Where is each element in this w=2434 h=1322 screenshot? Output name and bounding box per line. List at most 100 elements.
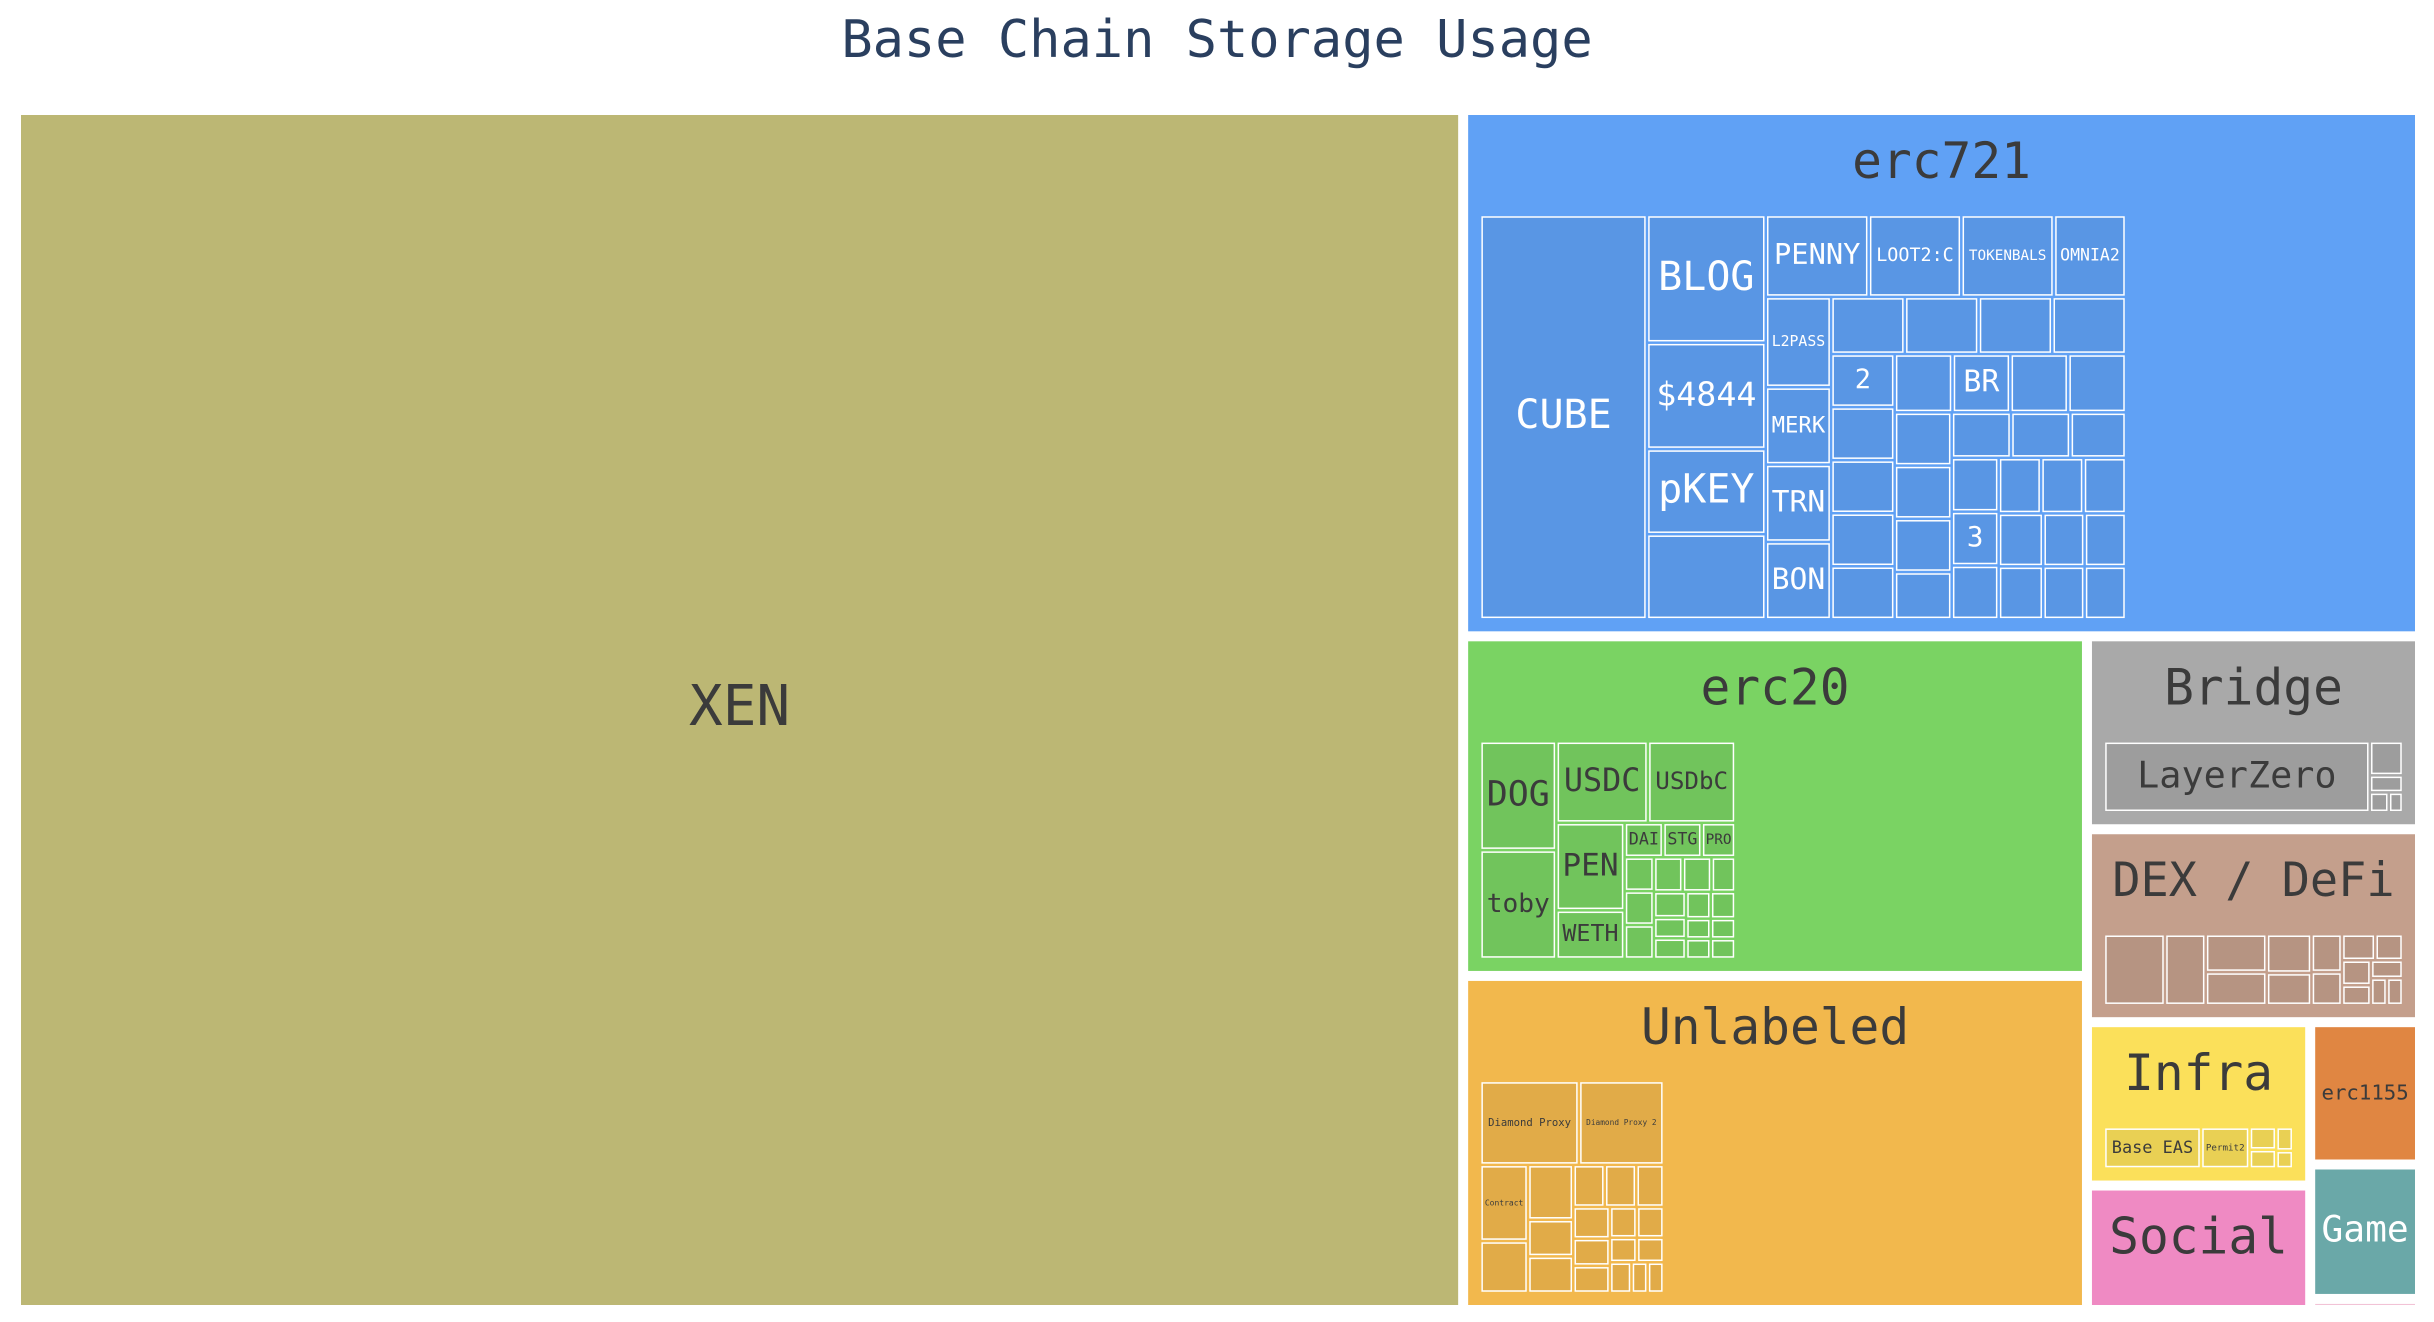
cell-unlabeled-cell-15-15[interactable] <box>1611 1238 1636 1262</box>
cell-erc721-cell-28-28[interactable] <box>1895 520 1951 571</box>
category-rect-game[interactable] <box>2315 1169 2415 1294</box>
cell-dex-defi-cell-0-0[interactable] <box>2105 935 2164 1004</box>
cell-dex-defi-cell-10-10[interactable] <box>2343 961 2370 984</box>
cell-erc721-pkey-3[interactable] <box>1648 450 1765 533</box>
cell-unlabeled-cell-11-11[interactable] <box>1574 1239 1609 1265</box>
cell-erc20-cell-19-19[interactable] <box>1711 893 1735 918</box>
cell-erc20-cell-23-23[interactable] <box>1711 940 1735 958</box>
cell-erc20-cell-20-20[interactable] <box>1687 919 1710 938</box>
cell-dex-defi-cell-9-9[interactable] <box>2376 935 2402 960</box>
cell-erc20-cell-15-15[interactable] <box>1655 893 1685 917</box>
category-social[interactable]: Social <box>2091 1190 2306 1305</box>
cell-infra-cell-5-5[interactable] <box>2277 1152 2292 1168</box>
cell-erc721-cell-15-15[interactable] <box>1979 298 2052 353</box>
cell-erc721-cell-30-30[interactable] <box>1952 413 2010 457</box>
cell-dex-defi-cell-2-2[interactable] <box>2206 935 2266 971</box>
cell-erc20-cell-18-18[interactable] <box>1687 893 1710 918</box>
cell-unlabeled-contract-2[interactable] <box>1481 1166 1527 1240</box>
category-game[interactable]: Game <box>2315 1169 2415 1294</box>
cell-erc721-cell-24-24[interactable] <box>2011 355 2067 412</box>
cell-erc721-penny-5[interactable] <box>1767 216 1868 296</box>
cell-erc721-cell-38-38[interactable] <box>2084 459 2125 513</box>
cell-bridge-cell-2-2[interactable] <box>2371 776 2402 792</box>
cell-erc721-cell-22-22[interactable] <box>1895 355 1952 412</box>
cell-dex-defi-cell-3-3[interactable] <box>2206 973 2266 1004</box>
cell-erc721-4844-2[interactable] <box>1648 343 1765 448</box>
cell-dex-defi-cell-5-5[interactable] <box>2267 974 2311 1004</box>
cell-erc20-pen-4[interactable] <box>1557 824 1624 910</box>
cell-erc721-cell-39-39[interactable] <box>1999 514 2042 566</box>
cell-erc721-cell-43-43[interactable] <box>2044 567 2084 619</box>
cell-erc20-cell-12-12[interactable] <box>1655 858 1682 891</box>
cell-erc721-3-34[interactable] <box>1952 512 1998 565</box>
cell-erc721-cell-31-31[interactable] <box>2012 413 2070 457</box>
cell-erc20-dai-6[interactable] <box>1625 824 1662 856</box>
cell-unlabeled-cell-3-3[interactable] <box>1481 1242 1527 1292</box>
cell-unlabeled-cell-5-5[interactable] <box>1529 1221 1573 1256</box>
category-xen[interactable]: XEN <box>21 115 1459 1305</box>
cell-unlabeled-cell-17-17[interactable] <box>1611 1263 1631 1292</box>
category-cell-10[interactable] <box>2315 1303 2415 1305</box>
cell-erc20-cell-17-17[interactable] <box>1655 939 1685 958</box>
cell-dex-defi-cell-7-7[interactable] <box>2312 973 2341 1004</box>
cell-erc721-cell-13-13[interactable] <box>1832 298 1904 353</box>
category-dex-defi[interactable]: DEX / DeFi <box>2091 834 2415 1018</box>
cell-bridge-cell-3-3[interactable] <box>2371 793 2388 811</box>
cell-erc721-cell-18-18[interactable] <box>1832 408 1894 459</box>
cell-erc20-cell-9-9[interactable] <box>1625 858 1653 890</box>
cell-erc721-loot2-c-6[interactable] <box>1869 216 1961 296</box>
cell-erc20-cell-13-13[interactable] <box>1683 858 1711 891</box>
cell-erc20-usdc-2[interactable] <box>1557 742 1647 822</box>
cell-erc721-2-17[interactable] <box>1832 355 1894 406</box>
cell-dex-defi-cell-13-13[interactable] <box>2372 979 2386 1004</box>
cell-dex-defi-cell-12-12[interactable] <box>2372 961 2402 977</box>
cell-erc721-cell-16-16[interactable] <box>2053 298 2125 353</box>
cell-erc721-cell-20-20[interactable] <box>1832 514 1894 566</box>
cell-infra-cell-3-3[interactable] <box>2250 1150 2275 1168</box>
cell-unlabeled-diamond-proxy-2-1[interactable] <box>1580 1082 1663 1164</box>
cell-dex-defi-cell-11-11[interactable] <box>2343 986 2370 1004</box>
category-rect-erc1155[interactable] <box>2315 1027 2415 1160</box>
cell-erc721-cell-36-36[interactable] <box>1999 459 2040 513</box>
cell-erc721-cell-33-33[interactable] <box>1952 459 1998 511</box>
cell-erc20-cell-10-10[interactable] <box>1625 892 1653 924</box>
cell-erc721-cell-35-35[interactable] <box>1952 566 1998 619</box>
cell-erc721-cell-25-25[interactable] <box>2069 355 2125 412</box>
cell-erc721-cube-0[interactable] <box>1481 216 1646 619</box>
cell-unlabeled-cell-13-13[interactable] <box>1611 1208 1636 1237</box>
cell-erc20-weth-5[interactable] <box>1557 911 1624 958</box>
cell-erc721-blog-1[interactable] <box>1648 216 1765 342</box>
cell-bridge-layerzero-0[interactable] <box>2105 742 2369 811</box>
cell-unlabeled-cell-7-7[interactable] <box>1574 1166 1604 1206</box>
cell-erc721-cell-44-44[interactable] <box>2085 567 2125 619</box>
cell-bridge-cell-1-1[interactable] <box>2371 742 2402 775</box>
cell-erc20-toby-1[interactable] <box>1481 851 1556 958</box>
cell-unlabeled-cell-12-12[interactable] <box>1574 1267 1609 1292</box>
cell-infra-cell-4-4[interactable] <box>2277 1128 2292 1150</box>
cell-erc721-cell-29-29[interactable] <box>1895 573 1951 619</box>
cell-erc721-br-23[interactable] <box>1953 355 2010 412</box>
cell-erc20-cell-14-14[interactable] <box>1712 858 1735 891</box>
cell-erc721-cell-40-40[interactable] <box>1999 567 2042 619</box>
cell-unlabeled-cell-18-18[interactable] <box>1632 1263 1647 1292</box>
cell-erc721-cell-26-26[interactable] <box>1895 413 1951 465</box>
cell-erc721-cell-37-37[interactable] <box>2042 459 2083 513</box>
cell-erc721-tokenbals-7[interactable] <box>1962 216 2053 296</box>
category-rect-social[interactable] <box>2091 1190 2306 1305</box>
cell-erc20-stg-7[interactable] <box>1664 824 1701 856</box>
cell-dex-defi-cell-8-8[interactable] <box>2343 935 2375 960</box>
cell-unlabeled-cell-19-19[interactable] <box>1648 1263 1663 1292</box>
cell-erc20-usdbc-3[interactable] <box>1649 742 1735 822</box>
cell-erc20-dog-0[interactable] <box>1481 742 1556 849</box>
cell-dex-defi-cell-6-6[interactable] <box>2312 935 2341 971</box>
cell-bridge-cell-4-4[interactable] <box>2390 793 2402 811</box>
cell-erc20-pro-8[interactable] <box>1702 824 1735 856</box>
cell-unlabeled-cell-10-10[interactable] <box>1574 1208 1609 1238</box>
cell-erc721-cell-4-4[interactable] <box>1648 535 1765 619</box>
cell-infra-cell-2-2[interactable] <box>2250 1128 2275 1149</box>
category-rect-cell-10[interactable] <box>2315 1303 2415 1305</box>
cell-unlabeled-cell-16-16[interactable] <box>1638 1238 1663 1262</box>
